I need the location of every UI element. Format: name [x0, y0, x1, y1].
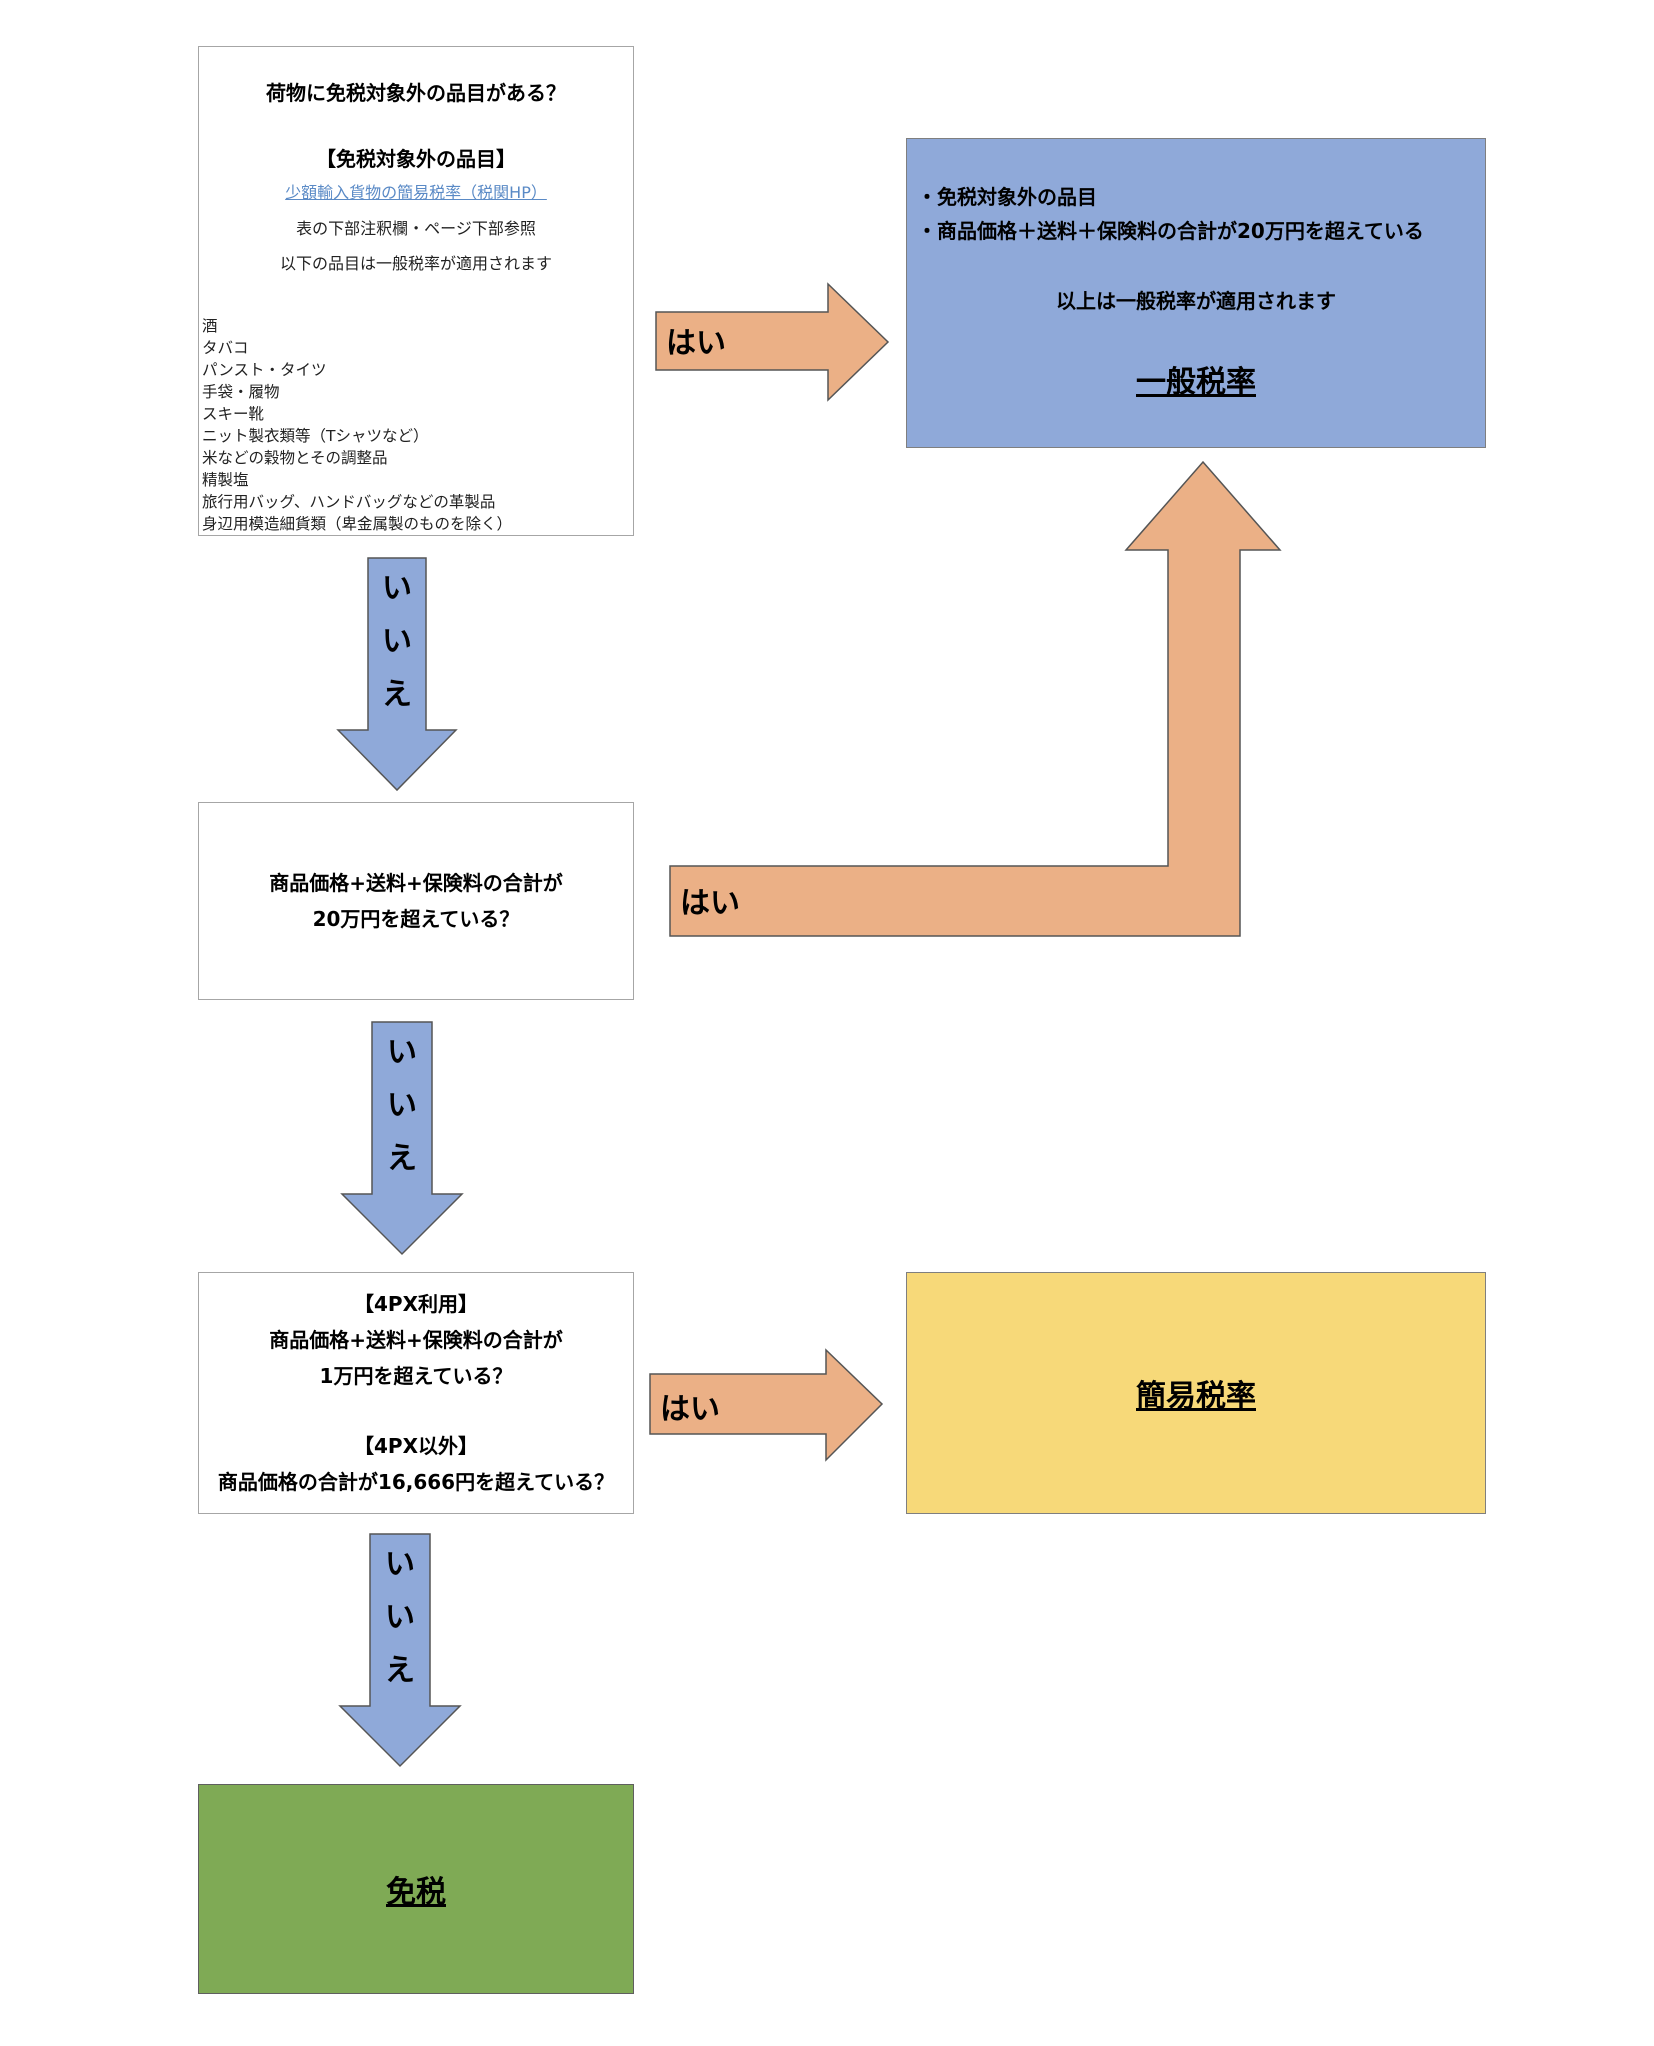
- list-item: 身辺用模造細貨類（卑金属製のものを除く）: [202, 515, 513, 533]
- list-item: 米などの穀物とその調整品: [202, 449, 388, 467]
- question-10k-total: 【4PX利用】 商品価格+送料+保険料の合計が 1万円を超えている？ 【4PX以…: [198, 1272, 634, 1514]
- yes-arrow-3: [649, 1348, 884, 1462]
- list-item: ニット製衣類等（Tシャツなど）: [202, 427, 429, 445]
- no-char: い: [385, 1600, 415, 1635]
- no-char: い: [385, 1547, 415, 1582]
- question-title: 荷物に免税対象外の品目がある？: [266, 81, 566, 105]
- note-footnote: 表の下部注釈欄・ページ下部参照: [296, 219, 536, 238]
- no-arrow-2: [340, 1021, 464, 1256]
- no-label-3: い い え: [380, 1538, 420, 1697]
- no-char: い: [387, 1035, 417, 1070]
- question-excluded-items: 荷物に免税対象外の品目がある？ 【免税対象外の品目】 少額輸入貨物の簡易税率（税…: [198, 46, 634, 536]
- result-general-rate: ・免税対象外の品目 ・商品価格＋送料＋保険料の合計が20万円を超えている 以上は…: [906, 138, 1486, 448]
- yes-arrow-2: [669, 460, 1282, 937]
- list-item: 旅行用バッグ、ハンドバッグなどの革製品: [202, 493, 496, 511]
- yes-label-1: はい: [666, 326, 726, 361]
- result-simple-rate: 簡易税率: [906, 1272, 1486, 1514]
- no-char: え: [382, 677, 412, 712]
- list-item: パンスト・タイツ: [202, 361, 327, 379]
- question-line: 20万円を超えている？: [312, 907, 520, 931]
- list-heading: 【免税対象外の品目】: [316, 147, 516, 171]
- no-arrow-1: [336, 557, 458, 792]
- question-line: 商品価格の合計が16,666円を超えている？: [217, 1470, 615, 1494]
- question-line: 1万円を超えている？: [319, 1364, 513, 1388]
- question-line: 商品価格+送料+保険料の合計が: [269, 871, 563, 895]
- yes-arrow-1: [655, 282, 890, 402]
- list-item: 手袋・履物: [202, 383, 280, 401]
- note-general-rate: 以下の品目は一般税率が適用されます: [279, 254, 552, 273]
- no-char: え: [387, 1141, 417, 1176]
- condition-item: ・商品価格＋送料＋保険料の合計が20万円を超えている: [917, 219, 1424, 243]
- list-item: タバコ: [202, 339, 249, 357]
- yes-label-3: はい: [660, 1392, 720, 1427]
- customs-link[interactable]: 少額輸入貨物の簡易税率（税関HP）: [285, 183, 547, 202]
- no-arrow-3: [338, 1533, 462, 1768]
- no-char: い: [387, 1088, 417, 1123]
- no-char: え: [385, 1653, 415, 1688]
- list-item: スキー靴: [202, 405, 265, 423]
- result-label: 一般税率: [1136, 365, 1256, 400]
- list-item: 酒: [202, 317, 218, 335]
- question-heading-other: 【4PX以外】: [354, 1434, 478, 1458]
- question-200k-total: 商品価格+送料+保険料の合計が 20万円を超えている？: [198, 802, 634, 1000]
- question-heading-4px: 【4PX利用】: [354, 1292, 478, 1316]
- no-label-2: い い え: [382, 1026, 422, 1185]
- no-char: い: [382, 624, 412, 659]
- condition-item: ・免税対象外の品目: [917, 185, 1097, 209]
- no-label-1: い い え: [377, 562, 417, 721]
- no-char: い: [382, 571, 412, 606]
- excluded-items-list: 酒 タバコ パンスト・タイツ 手袋・履物 スキー靴 ニット製衣類等（Tシャツなど…: [202, 315, 512, 535]
- yes-label-2: はい: [680, 886, 740, 921]
- result-note: 以上は一般税率が適用されます: [1056, 289, 1336, 313]
- question-line: 商品価格+送料+保険料の合計が: [269, 1328, 563, 1352]
- result-tax-free: 免税: [198, 1784, 634, 1994]
- result-label: 免税: [386, 1875, 446, 1910]
- list-item: 精製塩: [202, 471, 249, 489]
- result-label: 簡易税率: [1136, 1379, 1256, 1414]
